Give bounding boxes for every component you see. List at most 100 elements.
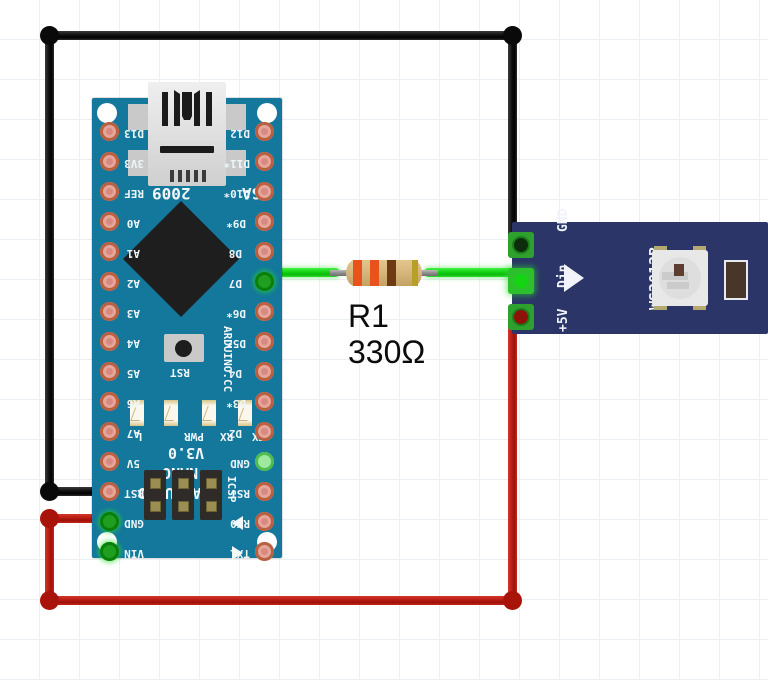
module-pad-label-gnd: GND: [556, 208, 571, 232]
pad-d12[interactable]: [255, 122, 274, 141]
power-wire-right-vertical[interactable]: [508, 306, 517, 600]
pad-gnd-left[interactable]: [100, 512, 119, 531]
mount-hole-top-left: [97, 103, 117, 123]
ground-wire-left-vertical[interactable]: [45, 34, 54, 496]
resistor-band-3: [387, 260, 396, 286]
usb-solder-pins: [170, 170, 206, 182]
pad-d4[interactable]: [255, 362, 274, 381]
power-wire-stub-to-vin-pin[interactable]: [45, 514, 113, 523]
resistor-r1[interactable]: [330, 258, 438, 288]
ground-wire-top-horizontal[interactable]: [45, 31, 517, 40]
pad-d5[interactable]: [255, 332, 274, 351]
pad-label-a1: A1: [126, 247, 140, 260]
power-wire-corner-top-left: [40, 509, 59, 528]
pad-ref[interactable]: [100, 182, 119, 201]
pad-a1[interactable]: [100, 242, 119, 261]
ws2812b-led-module[interactable]: GND Din +5V WS2812B: [508, 209, 768, 334]
indicator-led-label-pwr: PWR: [184, 430, 204, 443]
resistor-body: [346, 260, 422, 286]
usb-port-opening: [158, 90, 216, 134]
pad-label-d13: D13: [124, 127, 144, 140]
icsp-header[interactable]: [144, 470, 222, 520]
power-wire-bottom-horizontal[interactable]: [45, 596, 517, 605]
pad-label-a6: A6: [126, 397, 140, 410]
pad-label-gnd-right: GND: [230, 457, 250, 470]
pad-d8[interactable]: [255, 242, 274, 261]
signal-wire-resistor-to-din[interactable]: [424, 268, 520, 277]
ground-wire-corner-top-left: [40, 26, 59, 45]
resistor-designator: R1: [348, 298, 389, 334]
pad-label-d5: D5*: [226, 337, 246, 350]
pad-d2[interactable]: [255, 422, 274, 441]
pad-a2[interactable]: [100, 272, 119, 291]
pad-label-d8: D8: [228, 247, 242, 260]
pad-label-rst-left: RST: [124, 487, 144, 500]
pad-label-5v: 5V: [126, 457, 140, 470]
pad-label-d2: D2: [228, 427, 242, 440]
module-pad-5v[interactable]: [508, 304, 534, 330]
pad-d3[interactable]: [255, 392, 274, 411]
module-pad-gnd[interactable]: [508, 232, 534, 258]
pad-label-d4: D4: [228, 367, 242, 380]
pad-tx1[interactable]: [255, 542, 274, 561]
pad-a4[interactable]: [100, 332, 119, 351]
ground-wire-right-vertical[interactable]: [508, 34, 517, 246]
led-bondwire-top: [662, 272, 688, 280]
pad-rx0[interactable]: [255, 512, 274, 531]
pad-5v[interactable]: [100, 452, 119, 471]
pad-a0[interactable]: [100, 212, 119, 231]
resistor-tolerance-band: [412, 260, 418, 286]
board-version-label: V3.0: [168, 444, 205, 462]
module-pad-din[interactable]: [508, 268, 534, 294]
resistor-lead-left: [330, 270, 352, 276]
pad-rst-left[interactable]: [100, 482, 119, 501]
reset-button[interactable]: [164, 334, 204, 362]
pad-3v3[interactable]: [100, 152, 119, 171]
arduino-nano-board[interactable]: 2009 USA RST ARDUINO.CC L PWR RX TX V3.0…: [92, 82, 282, 561]
pad-d13[interactable]: [100, 122, 119, 141]
usb-connector-bar: [160, 146, 214, 153]
resistor-band-2: [370, 260, 379, 286]
power-wire-corner-bottom-left: [40, 591, 59, 610]
indicator-led-pwr: [164, 400, 178, 426]
resistor-lead-right: [416, 270, 438, 276]
pad-a6[interactable]: [100, 392, 119, 411]
pad-label-d3: D3*: [226, 397, 246, 410]
pad-gnd-right[interactable]: [255, 452, 274, 471]
pad-label-d7: D7: [228, 277, 242, 290]
indicator-led-tx: [238, 400, 252, 426]
power-wire-corner-bottom-right: [503, 591, 522, 610]
pad-d10[interactable]: [255, 182, 274, 201]
pad-rst-right[interactable]: [255, 482, 274, 501]
led-die: [674, 264, 684, 276]
pad-a7[interactable]: [100, 422, 119, 441]
pad-label-a7: A7: [126, 427, 140, 440]
usb-mini-b-connector[interactable]: [148, 82, 226, 186]
pad-d9[interactable]: [255, 212, 274, 231]
pad-vin[interactable]: [100, 542, 119, 561]
ground-wire-corner-bottom-left: [40, 482, 59, 501]
pad-d11[interactable]: [255, 152, 274, 171]
pad-d7[interactable]: [255, 272, 274, 291]
decoupling-capacitor: [724, 260, 748, 300]
pad-a5[interactable]: [100, 362, 119, 381]
power-wire-left-vertical[interactable]: [45, 514, 54, 600]
module-pad-label-5v: +5V: [556, 308, 571, 332]
data-direction-arrow-icon: [564, 264, 584, 292]
pad-label-vin: VIN: [124, 547, 144, 560]
pad-a3[interactable]: [100, 302, 119, 321]
pad-label-d11: D11*: [223, 157, 251, 170]
resistor-band-1: [353, 260, 362, 286]
resistor-value: 330Ω: [348, 334, 426, 370]
pad-label-d12: D12: [230, 127, 250, 140]
pad-label-a0: A0: [126, 217, 140, 230]
pad-label-d9: D9*: [226, 217, 246, 230]
mount-hole-top-right: [257, 103, 277, 123]
signal-wire-d7-to-resistor[interactable]: [262, 268, 340, 277]
pad-label-d6: D6*: [226, 307, 246, 320]
pad-label-a5: A5: [126, 367, 140, 380]
ground-wire-stub-to-gnd-pin[interactable]: [45, 487, 113, 496]
silkscreen-year: 2009: [152, 184, 191, 203]
pad-label-a3: A3: [126, 307, 140, 320]
pad-d6[interactable]: [255, 302, 274, 321]
